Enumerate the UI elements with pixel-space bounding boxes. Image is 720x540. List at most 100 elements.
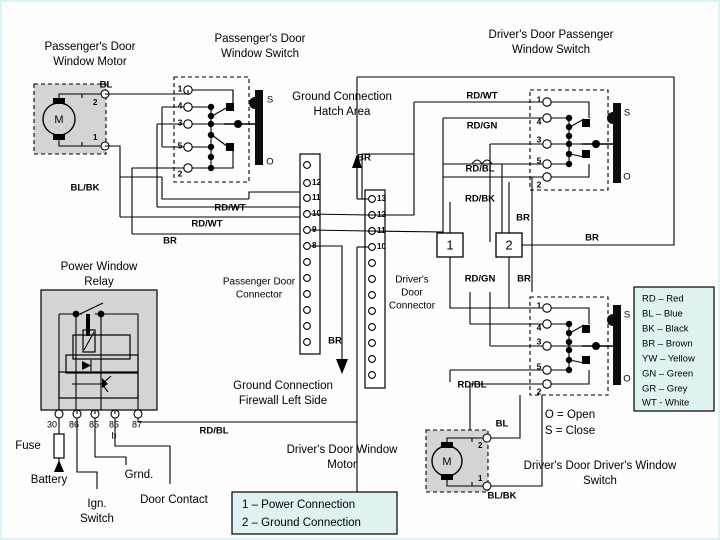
ign-switch-label-2: Switch: [80, 513, 114, 525]
drivers-door-window-motor: M 2 1: [425, 429, 492, 493]
relay-terminal-87: 87: [132, 419, 142, 429]
switch-state-close: S: [267, 95, 273, 106]
fuse-and-battery: Fuse Battery: [15, 418, 67, 486]
ground-arrow-hatch: [352, 154, 362, 199]
wire-label-rdbk-dps: RD/BK: [465, 194, 495, 205]
svg-text:Connector: Connector: [236, 290, 283, 301]
wire-color-legend: RD – Red BL – Blue BK – Black BR – Brown…: [633, 286, 715, 412]
wire-label-blbk-driver: BL/BK: [487, 491, 516, 502]
motor-pin-2: 2: [93, 98, 98, 107]
wire-label-br-passenger: BR: [163, 236, 177, 247]
drivers-door-drivers-window-switch: 1 4 3 5 2 S O: [529, 296, 631, 396]
wire-label-rdbl-dps: RD/BL: [465, 164, 494, 175]
svg-text:Driver's Door Driver's Window: Driver's Door Driver's Window: [524, 460, 677, 472]
wire-label-br-firewall: BR: [328, 336, 342, 347]
ign-switch-label-1: Ign.: [87, 498, 106, 510]
wire-label-rdgn-dps: RD/GN: [467, 121, 498, 132]
title-passenger-door-window-switch: Passenger's Door Window Switch: [214, 33, 305, 60]
driver-pin-11: 11: [377, 226, 386, 235]
motor-symbol: M: [54, 114, 63, 126]
passenger-pin-11: 11: [312, 193, 321, 202]
legend-rd: RD – Red: [642, 294, 684, 305]
title-ground-connection-hatch-area: Ground Connection Hatch Area: [292, 91, 392, 118]
wire-label-rdbl-relay: RD/BL: [199, 426, 228, 437]
relay-terminal-85: 85: [89, 419, 99, 429]
switch-state-legend: O = Open S = Close: [545, 409, 595, 437]
junction-box-ground: 2: [495, 232, 523, 258]
passenger-door-window-motor: M 2 1: [33, 83, 110, 155]
dds-state-close: S: [624, 310, 630, 321]
legend-br: BR – Brown: [642, 339, 693, 350]
svg-text:Window Motor: Window Motor: [53, 56, 127, 68]
state-close-text: S = Close: [545, 425, 595, 437]
legend-bk: BK – Black: [642, 324, 689, 335]
svg-text:Power Window: Power Window: [61, 261, 138, 273]
power-window-relay: 30 86 85 85 b 87: [40, 289, 158, 440]
svg-text:Passenger Door: Passenger Door: [223, 277, 296, 288]
driver-motor-pin-1: 1: [478, 474, 483, 483]
door-contact-label: Door Contact: [140, 494, 209, 506]
svg-text:Relay: Relay: [84, 276, 114, 288]
svg-text:Driver's: Driver's: [395, 275, 429, 286]
switch-pin-4: 4: [178, 100, 183, 110]
svg-text:Ground Connection: Ground Connection: [233, 380, 333, 392]
dps-pin-1: 1: [537, 94, 542, 104]
dps-pin-5: 5: [537, 155, 542, 165]
wire-label-rdwt-dps: RD/WT: [466, 91, 497, 102]
passenger-door-window-switch: 1 4 3 5 2 S O: [173, 76, 274, 183]
wire-label-br-hatch: BR: [357, 153, 371, 164]
relay-terminal-86: 86: [69, 419, 79, 429]
title-power-window-relay: Power Window Relay: [61, 261, 138, 288]
title-drivers-door-window-motor: Driver's Door Window Motor: [287, 444, 399, 471]
relay-terminal-30: 30: [47, 419, 57, 429]
legend-gr: GR – Grey: [642, 384, 688, 395]
title-drivers-door-passenger-window-switch: Driver's Door Passenger Window Switch: [489, 29, 614, 56]
wire-label-rdwt-2: RD/WT: [191, 219, 222, 230]
dds-pin-4: 4: [537, 322, 542, 332]
wire-label-br-dps-up: BR: [516, 213, 530, 224]
title-drivers-door-drivers-window-switch: Driver's Door Driver's Window Switch: [524, 460, 677, 487]
dps-pin-4: 4: [537, 116, 542, 126]
switch-pin-5: 5: [178, 140, 183, 150]
legend-wt: WT - White: [642, 398, 689, 409]
drivers-door-connector: 13 12 11 10: [364, 189, 386, 389]
junction-1-label: 1: [446, 237, 453, 252]
driver-motor-symbol: M: [442, 456, 451, 468]
driver-pin-13: 13: [377, 194, 386, 203]
dds-pin-2: 2: [537, 386, 542, 396]
dds-pin-1: 1: [537, 300, 542, 310]
dps-state-close: S: [624, 108, 630, 119]
junction-box-power: 1: [436, 232, 464, 258]
wire-label-rdbl-dd: RD/BL: [457, 380, 486, 391]
svg-text:Window Switch: Window Switch: [221, 48, 299, 60]
svg-text:Passenger's Door: Passenger's Door: [44, 41, 135, 53]
passenger-pin-12: 12: [312, 178, 321, 187]
dps-pin-3: 3: [537, 134, 542, 144]
switch-pin-3: 3: [178, 117, 183, 127]
switch-pin-2: 2: [178, 168, 183, 178]
wire-label-rdgn-dd: RD/GN: [465, 274, 496, 285]
svg-text:Window Switch: Window Switch: [512, 44, 590, 56]
junction-2-label: 2: [505, 237, 512, 252]
state-open-text: O = Open: [545, 409, 595, 421]
legend-power-connection: 1 – Power Connection: [242, 499, 355, 511]
svg-text:Driver's Door Window: Driver's Door Window: [287, 444, 399, 456]
driver-pin-10: 10: [377, 242, 386, 251]
battery-label: Battery: [31, 474, 68, 486]
legend-gn: GN – Green: [642, 369, 693, 380]
title-passenger-door-connector: Passenger Door Connector: [223, 277, 296, 301]
relay-terminal-85b: 85: [109, 419, 119, 429]
wire-label-bl-passenger: BL: [100, 80, 113, 91]
title-passenger-door-window-motor: Passenger's Door Window Motor: [44, 41, 135, 68]
svg-text:Firewall Left Side: Firewall Left Side: [239, 395, 327, 407]
ground-arrow-firewall: [336, 359, 348, 374]
drivers-door-passenger-window-switch: 1 4 3 5 2 S O: [529, 89, 631, 191]
svg-text:Motor: Motor: [327, 459, 357, 471]
motor-pin-1: 1: [93, 133, 98, 142]
wire-label-bl-driver: BL: [496, 419, 509, 430]
driver-motor-pin-2: 2: [478, 441, 483, 450]
switch-state-open: O: [266, 157, 273, 168]
svg-text:Passenger's Door: Passenger's Door: [214, 33, 305, 45]
switch-pin-1: 1: [178, 83, 183, 93]
